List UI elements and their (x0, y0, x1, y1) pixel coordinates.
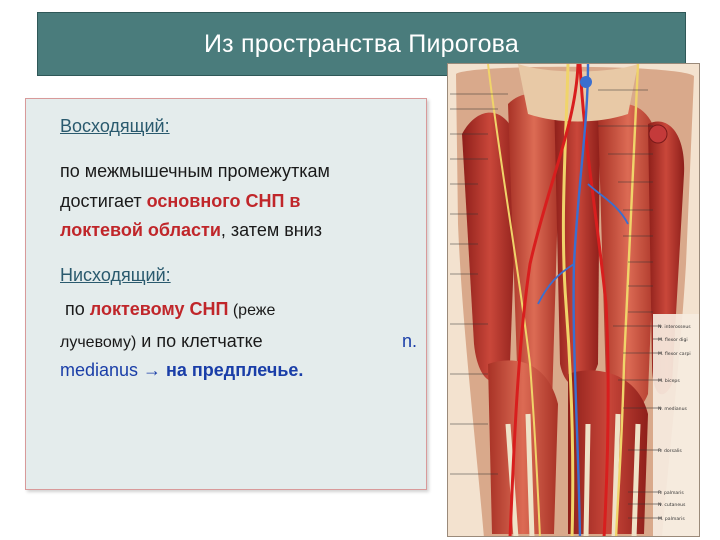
descending-line-1-small: (реже (228, 302, 276, 319)
anatomy-illustration: N. interosseus M. flexor digi M. flexor … (448, 64, 699, 536)
ascending-line-1: по межмышечным промежуткам (60, 161, 330, 181)
label-flexor-carpi: M. flexor carpi (658, 351, 691, 357)
ascending-line-3-plain: , затем вниз (220, 220, 323, 240)
descending-line-2-plain: и по клетчатке (136, 331, 263, 351)
label-flexor-digi: M. flexor digi (658, 337, 688, 343)
ulnar-nerve (614, 64, 640, 536)
descending-line-2-small: лучевому) (60, 334, 137, 351)
text-panel: Восходящий: по межмышечным промежуткам д… (25, 98, 427, 490)
label-medianus: N. medianus (658, 406, 687, 412)
ascending-line-3-red: локтевой области (60, 220, 221, 240)
descending-line-2: лучевому) и по клетчатке (60, 331, 263, 352)
descending-line-1-plain: по (65, 299, 90, 319)
descending-line-1: по локтевому СНП (реже (65, 299, 275, 320)
ascending-line-2-plain: достигает (60, 191, 147, 211)
vein-branches (537, 183, 629, 305)
ascending-heading: Восходящий: (60, 116, 170, 136)
radial-artery (508, 64, 580, 536)
ascending-line-3: локтевой области, затем вниз (60, 220, 322, 241)
radial-nerve (487, 64, 541, 536)
leader-lines (450, 89, 653, 519)
label-interosseus: N. interosseus (658, 324, 691, 330)
ascending-line-2-red: основного СНП в (146, 191, 301, 211)
label-cutaneus: N. cutaneus (658, 502, 686, 508)
muscle-flexor-superficial (554, 90, 600, 387)
label-dorsalis: R. dorsalis (658, 448, 682, 454)
descending-line-1-red: локтевому СНП (89, 299, 229, 319)
label-palmaris-m: M. palmaris (658, 516, 685, 522)
descending-line-3-blue: medianus (60, 360, 139, 380)
ascending-line-2: достигает основного СНП в (60, 191, 300, 212)
slide-title: Из пространства Пирогова (203, 29, 519, 58)
title-bar: Из пространства Пирогова (37, 12, 686, 76)
descending-line-2-blue: n. (402, 331, 418, 351)
vein-top (580, 76, 592, 88)
descending-line-3-arrow: → на предплечье. (138, 360, 304, 380)
muscle-distal-lateral (488, 360, 558, 534)
descending-line-3: medianus → на предплечье. (60, 360, 303, 381)
cubital-fossa (518, 64, 638, 122)
label-strip-lines (653, 325, 662, 519)
anatomy-figure: N. interosseus M. flexor digi M. flexor … (447, 63, 700, 537)
descending-heading: Нисходящий: (60, 265, 171, 285)
label-strip (653, 314, 699, 536)
ulnar-artery (578, 64, 610, 536)
label-biceps: M. biceps (658, 378, 680, 384)
top-right-mass (648, 124, 668, 144)
label-palmaris-r: R. palmaris (658, 490, 684, 496)
